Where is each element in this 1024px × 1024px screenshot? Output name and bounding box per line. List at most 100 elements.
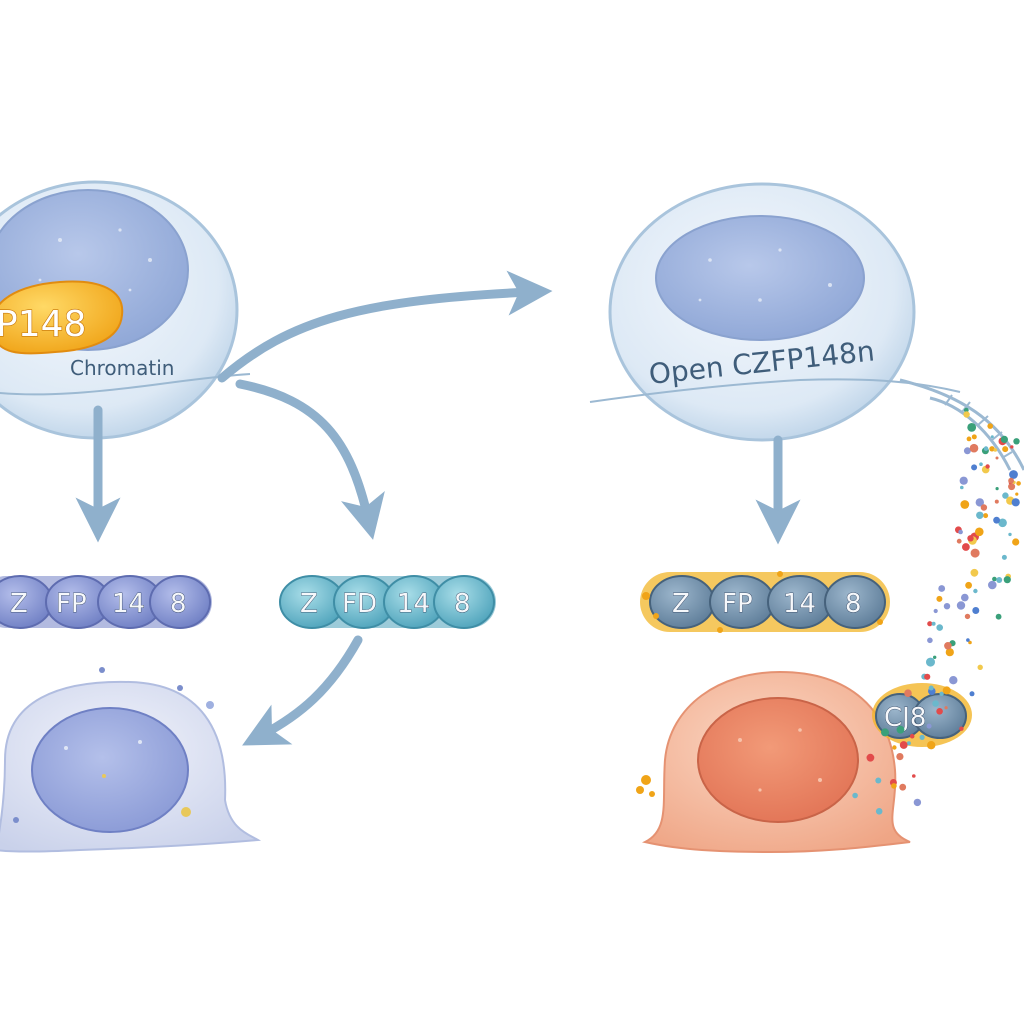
particle [866, 753, 875, 762]
particle [943, 603, 951, 610]
particle [891, 783, 897, 789]
particle [956, 601, 966, 610]
particle [988, 580, 997, 590]
bottom-right-cell [636, 670, 911, 854]
arrow-right-icon [217, 270, 553, 383]
bottom-right-cell-speckles [738, 728, 822, 792]
particle [1000, 435, 1009, 443]
particle [996, 577, 1003, 583]
particle [969, 443, 979, 453]
particle [931, 621, 936, 626]
particle [927, 637, 933, 644]
particle [938, 585, 946, 592]
bead-row-a-label-4: 8 [170, 589, 187, 619]
particle [1009, 470, 1018, 479]
particle [956, 538, 962, 544]
bead-row-b-label-1: Z [300, 589, 318, 619]
bead-row-c-label-1: Z [672, 589, 690, 619]
particle [971, 464, 978, 471]
right-cell: Open CZFP148n [589, 182, 961, 442]
right-cell-speckles [698, 248, 832, 302]
dna-chain [899, 378, 1024, 471]
particle [1008, 477, 1014, 484]
bottom-left-cell [0, 667, 262, 853]
particle [971, 434, 977, 440]
bead-row-c: Z FP 14 8 [640, 571, 890, 633]
particle [926, 657, 935, 667]
particle [975, 498, 984, 507]
particle [927, 741, 936, 750]
particle [852, 792, 858, 799]
particle [919, 734, 925, 741]
particle [926, 723, 932, 729]
bead-row-a-label-3: 14 [112, 589, 145, 619]
left-cell-label: Chromatin [70, 356, 174, 380]
particle [975, 527, 984, 537]
particle [959, 476, 968, 485]
particle [994, 499, 999, 504]
particle [966, 638, 970, 642]
left-cell-tag-text: P148 [0, 304, 86, 345]
particle [933, 608, 938, 614]
particle [961, 593, 969, 602]
particle [958, 529, 963, 535]
arrows [75, 270, 801, 746]
bead-row-c-gold-flecks [642, 571, 883, 633]
particle [913, 798, 922, 807]
particle [1012, 538, 1020, 546]
small-cluster-label: CJ8 [884, 703, 926, 733]
particle [909, 733, 915, 739]
particle [966, 436, 972, 442]
bead-row-b-label-3: 14 [397, 589, 430, 619]
particle [1011, 498, 1020, 507]
bead-row-a-label-1: Z [10, 589, 28, 619]
particle [995, 456, 999, 460]
bead-row-c-label-2: FP [722, 589, 753, 619]
particle [899, 741, 908, 749]
bead-row-a-label-2: FP [56, 589, 87, 619]
particle [1001, 554, 1007, 560]
particle [904, 689, 912, 697]
particle [998, 518, 1007, 528]
particle [892, 745, 897, 750]
particle [973, 588, 978, 594]
particle [995, 487, 999, 491]
particle [933, 655, 937, 659]
particle [960, 485, 964, 490]
particle [1008, 532, 1012, 537]
particle [944, 706, 948, 710]
particle [936, 595, 943, 602]
particle [945, 648, 954, 657]
bottom-left-cell-debris [13, 667, 214, 823]
particle [1016, 481, 1021, 486]
particle [968, 640, 972, 645]
particle [928, 685, 934, 691]
particle [963, 411, 970, 418]
particle [936, 708, 943, 715]
particle [881, 728, 889, 737]
bead-row-c-label-4: 8 [845, 589, 862, 619]
particle [939, 691, 944, 696]
particle [960, 500, 970, 509]
particle [993, 448, 998, 452]
particle [970, 548, 980, 558]
particle [992, 576, 997, 582]
particle [980, 504, 988, 511]
particle [959, 726, 964, 731]
bead-row-a: Z FP 14 8 [0, 575, 212, 629]
particle [927, 621, 933, 627]
particle [896, 725, 905, 734]
bead-row-b-label-4: 8 [454, 589, 471, 619]
particle [942, 686, 951, 695]
particle [1010, 445, 1014, 449]
left-cell: P148 Chromatin [0, 180, 251, 440]
particle [1003, 576, 1011, 584]
particle [972, 607, 980, 614]
particle [912, 774, 916, 778]
bead-row-c-label-3: 14 [783, 589, 816, 619]
particle [967, 423, 977, 432]
particle [1002, 492, 1009, 499]
bead-row-b: Z FD 14 8 [279, 575, 496, 629]
particle [924, 673, 931, 680]
left-cell-tag: P148 [0, 280, 124, 355]
